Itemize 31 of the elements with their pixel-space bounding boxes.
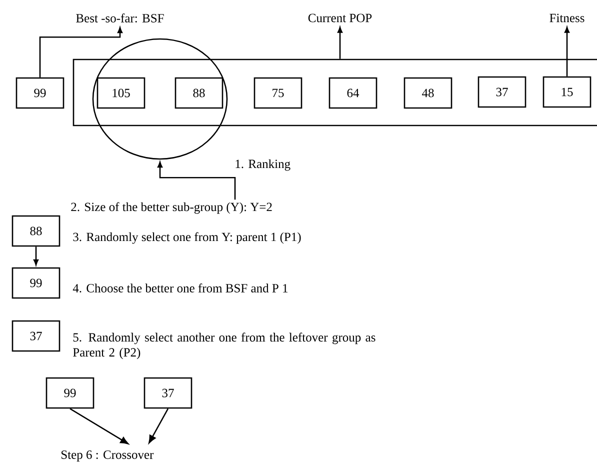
step-text: 4. Choose the better one from BSF and P 1 — [72, 284, 288, 292]
value-box: 99 — [46, 377, 94, 409]
arrow — [337, 26, 343, 59]
heading-text: Fitness — [550, 14, 584, 22]
arrow — [148, 408, 169, 444]
value-box: 99 — [12, 267, 60, 299]
heading-text: Best -so-far: BSF — [76, 14, 164, 22]
arrow — [39, 27, 123, 78]
value-box: 88 — [12, 215, 60, 247]
value-box: 48 — [404, 77, 452, 109]
heading-text: Current POP — [308, 14, 372, 22]
arrow — [70, 408, 128, 444]
value-box: 88 — [174, 77, 224, 109]
step-text: Step 6 : Crossover — [61, 450, 154, 462]
value-box: 15 — [542, 76, 592, 108]
population-frame — [72, 58, 597, 126]
step-text: 3. Randomly select one from Y: parent 1 (P1) — [73, 232, 301, 244]
value-box: 37 — [144, 377, 192, 409]
arrow — [33, 246, 39, 266]
step-text: 5. Randomly select another one from the leftover group as Parent 2 (P2) — [73, 332, 376, 360]
value-box: 37 — [12, 320, 60, 352]
selection-circle — [92, 38, 228, 160]
value-box: 99 — [16, 77, 64, 109]
value-box: 64 — [328, 77, 378, 109]
arrow — [564, 26, 570, 76]
value-box: 75 — [254, 77, 302, 109]
value-box: 105 — [96, 77, 146, 109]
step-text: 1. Ranking — [236, 159, 290, 171]
arrow — [157, 162, 236, 200]
step-text: 2. Size of the better sub-group (Y): Y=2 — [71, 202, 272, 214]
value-box: 37 — [478, 76, 526, 108]
